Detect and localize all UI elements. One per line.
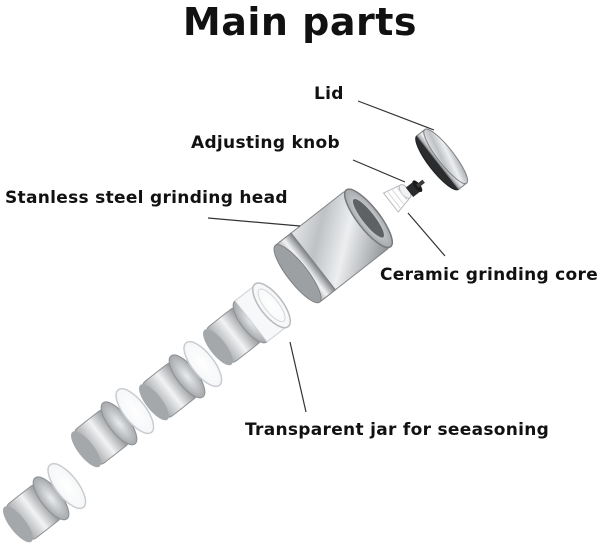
- leader-line-jar: [289, 341, 307, 413]
- jar-3: [138, 340, 223, 421]
- label-ceramic-core: Ceramic grinding core: [380, 265, 599, 285]
- leader-line-lid: [357, 100, 435, 131]
- label-jar: Transparent jar for seeasoning: [245, 420, 550, 440]
- jar-1: [2, 462, 87, 543]
- leader-line-head: [207, 217, 301, 227]
- diagram-title: Main parts: [182, 0, 418, 44]
- leader-line-core: [407, 212, 446, 257]
- jar-4: [202, 282, 292, 366]
- adjusting-knob: [405, 179, 425, 198]
- label-lid: Lid: [314, 84, 344, 104]
- label-grinding-head: Stanless steel grinding head: [5, 188, 288, 208]
- jar-2: [70, 387, 155, 468]
- lid: [415, 128, 469, 191]
- ceramic-core: [382, 184, 412, 213]
- grinding-head: [273, 188, 394, 304]
- label-adjusting-knob: Adjusting knob: [191, 133, 340, 153]
- leader-line-knob: [352, 159, 406, 183]
- leader-lines: [207, 100, 446, 413]
